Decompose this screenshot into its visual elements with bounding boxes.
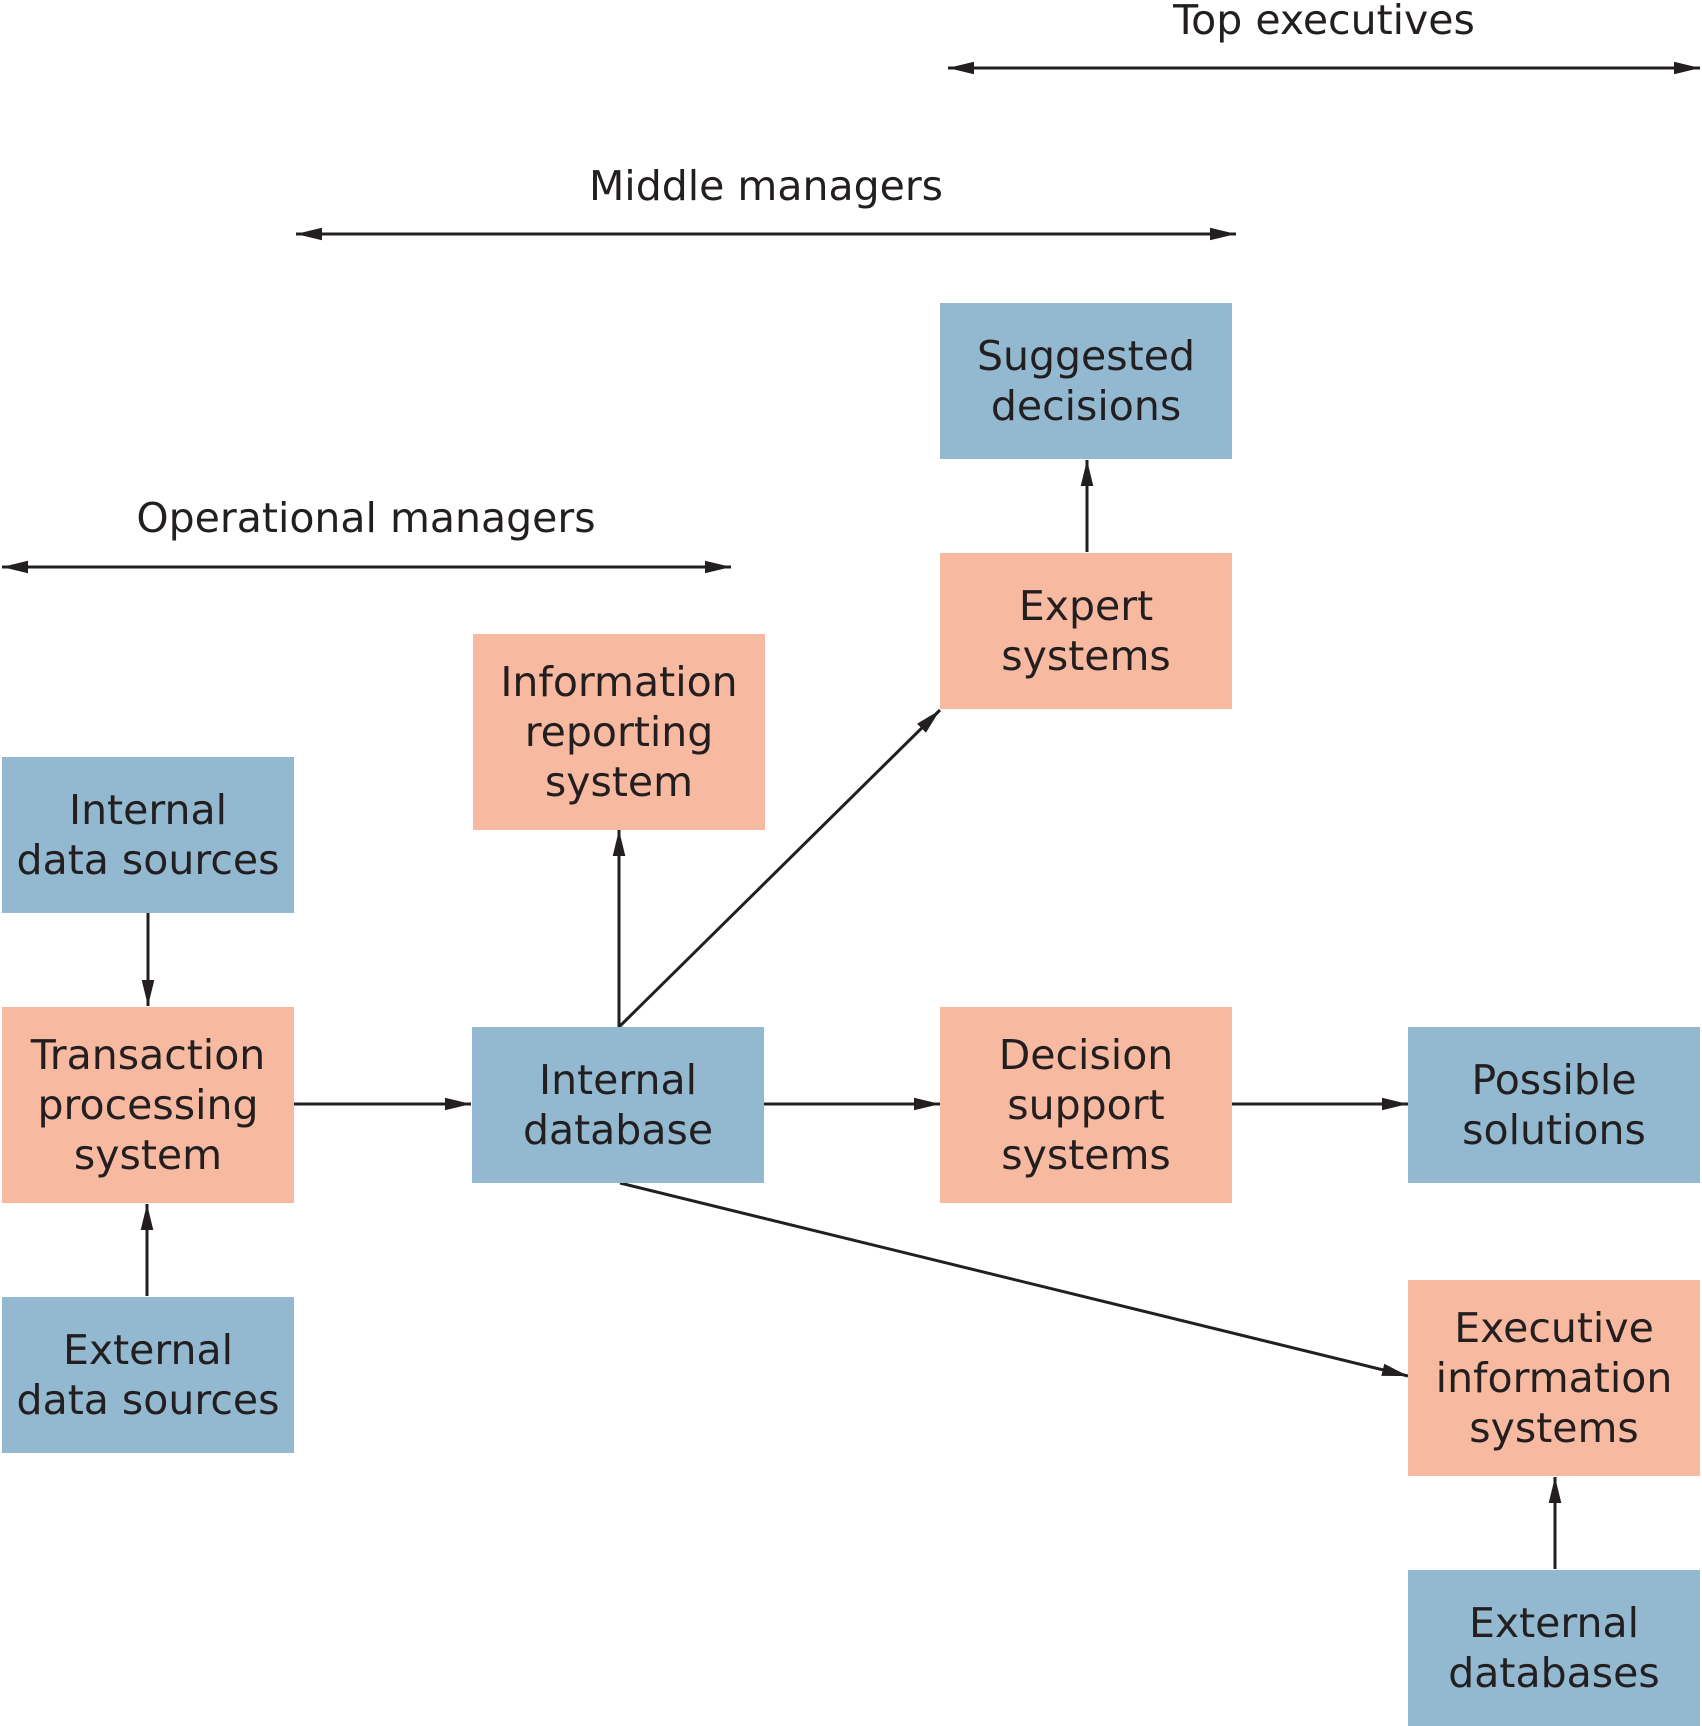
internal-data-sources-line-1: Internal <box>68 786 227 834</box>
external-databases-line-1: External <box>1468 1599 1640 1647</box>
decision-support-systems-line-1: Decision <box>998 1031 1174 1079</box>
expert-systems-box: Expert systems <box>940 553 1232 709</box>
decision-support-systems-line-2: support <box>1007 1081 1165 1129</box>
information-reporting-system-line-3: system <box>544 758 694 806</box>
executive-information-systems-line-3: systems <box>1469 1404 1639 1452</box>
suggested-decisions-line-1: Suggested <box>977 332 1195 380</box>
expert-systems-line-1: Expert <box>1018 582 1154 630</box>
arrow-internal-database-to-expert-systems <box>617 708 942 1029</box>
external-databases-box: External databases <box>1408 1570 1700 1726</box>
possible-solutions-line-1: Possible <box>1471 1056 1637 1104</box>
information-reporting-system-line-2: reporting <box>524 708 714 756</box>
external-data-sources-line-1: External <box>62 1326 234 1374</box>
middle-managers-label: Middle managers <box>588 162 944 210</box>
internal-data-sources-box: Internal data sources <box>2 757 294 913</box>
operational-managers-label: Operational managers <box>136 494 596 542</box>
transaction-processing-system-box: Transaction processing system <box>2 1007 294 1203</box>
possible-solutions-box: Possible solutions <box>1408 1027 1700 1183</box>
internal-database-line-1: Internal <box>538 1056 697 1104</box>
internal-database-line-2: database <box>522 1106 714 1154</box>
possible-solutions-line-2: solutions <box>1462 1106 1646 1154</box>
information-reporting-system-line-1: Information <box>500 658 738 706</box>
decision-support-systems-box: Decision support systems <box>940 1007 1232 1203</box>
internal-database-box: Internal database <box>472 1027 764 1183</box>
transaction-processing-system-line-2: processing <box>37 1081 259 1129</box>
suggested-decisions-box: Suggested decisions <box>940 303 1232 459</box>
top-executives-label: Top executives <box>1173 0 1475 44</box>
suggested-decisions-line-2: decisions <box>990 382 1182 430</box>
external-data-sources-line-2: data sources <box>16 1376 280 1424</box>
arrow-internal-database-to-eis <box>619 1181 1409 1378</box>
information-reporting-system-box: Information reporting system <box>473 634 765 830</box>
executive-information-systems-line-2: information <box>1435 1354 1673 1402</box>
executive-information-systems-line-1: Executive <box>1454 1304 1654 1352</box>
internal-data-sources-line-2: data sources <box>16 836 280 884</box>
decision-support-systems-line-3: systems <box>1001 1131 1171 1179</box>
transaction-processing-system-line-3: system <box>73 1131 223 1179</box>
expert-systems-line-2: systems <box>1001 632 1171 680</box>
external-databases-line-2: databases <box>1448 1649 1660 1697</box>
executive-information-systems-box: Executive information systems <box>1408 1280 1700 1476</box>
external-data-sources-box: External data sources <box>2 1297 294 1453</box>
transaction-processing-system-line-1: Transaction <box>30 1031 266 1079</box>
